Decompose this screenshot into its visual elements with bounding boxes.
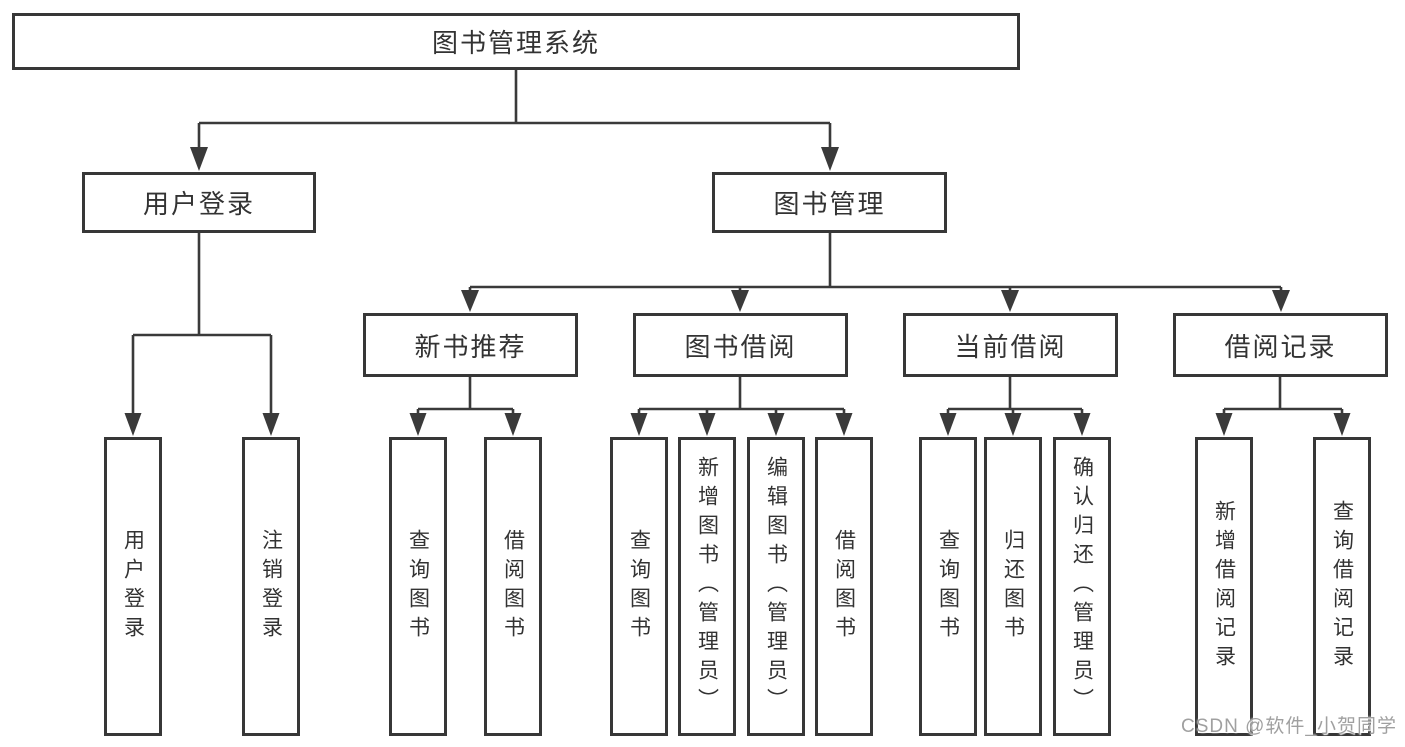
leaf-borrow-books-recommend: 借阅图书 xyxy=(484,437,542,736)
leaf-borrow-books-label: 借阅图书 xyxy=(832,528,856,645)
node-borrow-records-label: 借阅记录 xyxy=(1224,331,1337,362)
leaf-user-login: 用户登录 xyxy=(104,437,162,736)
connector-book-management xyxy=(461,233,1290,312)
node-borrow-records: 借阅记录 xyxy=(1173,313,1388,377)
leaf-query-books-current-label: 查询图书 xyxy=(936,528,960,645)
connector-new-book-recommend xyxy=(409,377,522,436)
connector-book-borrowing xyxy=(630,377,853,436)
node-book-borrowing-label: 图书借阅 xyxy=(684,331,797,362)
connector-user-login xyxy=(124,233,280,436)
node-root-label: 图书管理系统 xyxy=(431,28,600,58)
leaf-user-login-label: 用户登录 xyxy=(121,528,145,645)
leaf-edit-book-admin: 编辑图书（管理员） xyxy=(747,437,805,736)
node-user-login-label: 用户登录 xyxy=(142,189,255,219)
node-current-borrowing: 当前借阅 xyxy=(903,313,1118,377)
node-root: 图书管理系统 xyxy=(12,13,1020,70)
leaf-query-books-recommend-label: 查询图书 xyxy=(406,528,430,645)
connector-root xyxy=(190,70,839,171)
node-new-book-recommend: 新书推荐 xyxy=(363,313,578,377)
csdn-watermark: CSDN @软件_小贺同学 xyxy=(1181,716,1397,737)
leaf-borrow-books: 借阅图书 xyxy=(815,437,873,736)
node-book-management: 图书管理 xyxy=(712,172,947,233)
leaf-logout: 注销登录 xyxy=(242,437,300,736)
leaf-borrow-books-recommend-label: 借阅图书 xyxy=(501,528,525,645)
node-new-book-recommend-label: 新书推荐 xyxy=(414,331,527,362)
leaf-add-borrow-record: 新增借阅记录 xyxy=(1195,437,1253,736)
leaf-return-book-label: 归还图书 xyxy=(1001,528,1025,645)
node-book-management-label: 图书管理 xyxy=(773,189,886,219)
node-book-borrowing: 图书借阅 xyxy=(633,313,848,377)
leaf-add-book-admin-label: 新增图书（管理员） xyxy=(695,456,719,717)
leaf-confirm-return-admin-label: 确认归还（管理员） xyxy=(1070,456,1094,717)
leaf-logout-label: 注销登录 xyxy=(259,528,283,645)
leaf-confirm-return-admin: 确认归还（管理员） xyxy=(1053,437,1111,736)
connector-borrow-records xyxy=(1215,377,1351,436)
leaf-query-books-borrow: 查询图书 xyxy=(610,437,668,736)
leaf-add-book-admin: 新增图书（管理员） xyxy=(678,437,736,736)
leaf-query-books-recommend: 查询图书 xyxy=(389,437,447,736)
leaf-edit-book-admin-label: 编辑图书（管理员） xyxy=(764,456,788,717)
leaf-query-borrow-record-label: 查询借阅记录 xyxy=(1330,499,1354,674)
node-current-borrowing-label: 当前借阅 xyxy=(954,331,1067,362)
leaf-query-books-borrow-label: 查询图书 xyxy=(627,528,651,645)
leaf-add-borrow-record-label: 新增借阅记录 xyxy=(1212,499,1236,674)
node-user-login: 用户登录 xyxy=(82,172,316,233)
connector-current-borrowing xyxy=(939,377,1091,436)
leaf-return-book: 归还图书 xyxy=(984,437,1042,736)
leaf-query-borrow-record: 查询借阅记录 xyxy=(1313,437,1371,736)
leaf-query-books-current: 查询图书 xyxy=(919,437,977,736)
